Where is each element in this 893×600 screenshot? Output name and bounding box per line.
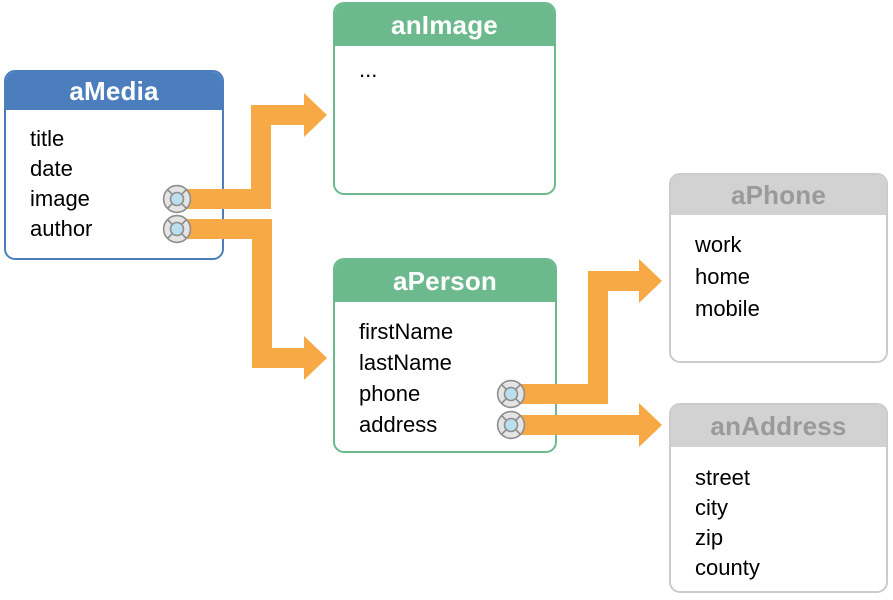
entity-field-list: work home mobile	[671, 229, 886, 325]
entity-field: firstName	[359, 319, 454, 344]
entity-field: home	[695, 264, 751, 289]
entity-field: address	[359, 412, 438, 437]
entity-field-list: firstName lastName phone address	[335, 316, 555, 440]
entity-field: work	[695, 232, 742, 257]
entity-field: city	[695, 495, 728, 520]
entity-field: image	[30, 186, 90, 211]
entity-field: county	[695, 555, 760, 580]
entity-title: anAddress	[671, 405, 886, 447]
entity-card-animage: anImage ...	[333, 2, 556, 195]
entity-field-list: ...	[335, 56, 554, 84]
entity-title: anImage	[335, 4, 554, 46]
entity-title: aPerson	[335, 260, 555, 302]
entity-title: aMedia	[6, 72, 222, 110]
entity-field: date	[30, 156, 73, 181]
entity-field-list: street city zip county	[671, 463, 886, 583]
entity-field: author	[30, 216, 93, 241]
entity-field: title	[30, 126, 65, 151]
entity-field-list: title date image author	[6, 124, 222, 244]
relationship-connector-icon-image	[162, 184, 192, 214]
relationship-connector-icon-address	[496, 410, 526, 440]
entity-field: lastName	[359, 350, 452, 375]
entity-field: ...	[359, 57, 378, 82]
entity-card-aphone: aPhone work home mobile	[669, 173, 888, 363]
relationship-connector-icon-author	[162, 214, 192, 244]
entity-field: street	[695, 465, 751, 490]
entity-card-anaddress: anAddress street city zip county	[669, 403, 888, 593]
relationship-connector-icon-phone	[496, 379, 526, 409]
entity-field: zip	[695, 525, 724, 550]
entity-title: aPhone	[671, 175, 886, 215]
entity-field: phone	[359, 381, 421, 406]
entity-field: mobile	[695, 296, 760, 321]
entity-card-amedia: aMedia title date image author	[4, 70, 224, 260]
